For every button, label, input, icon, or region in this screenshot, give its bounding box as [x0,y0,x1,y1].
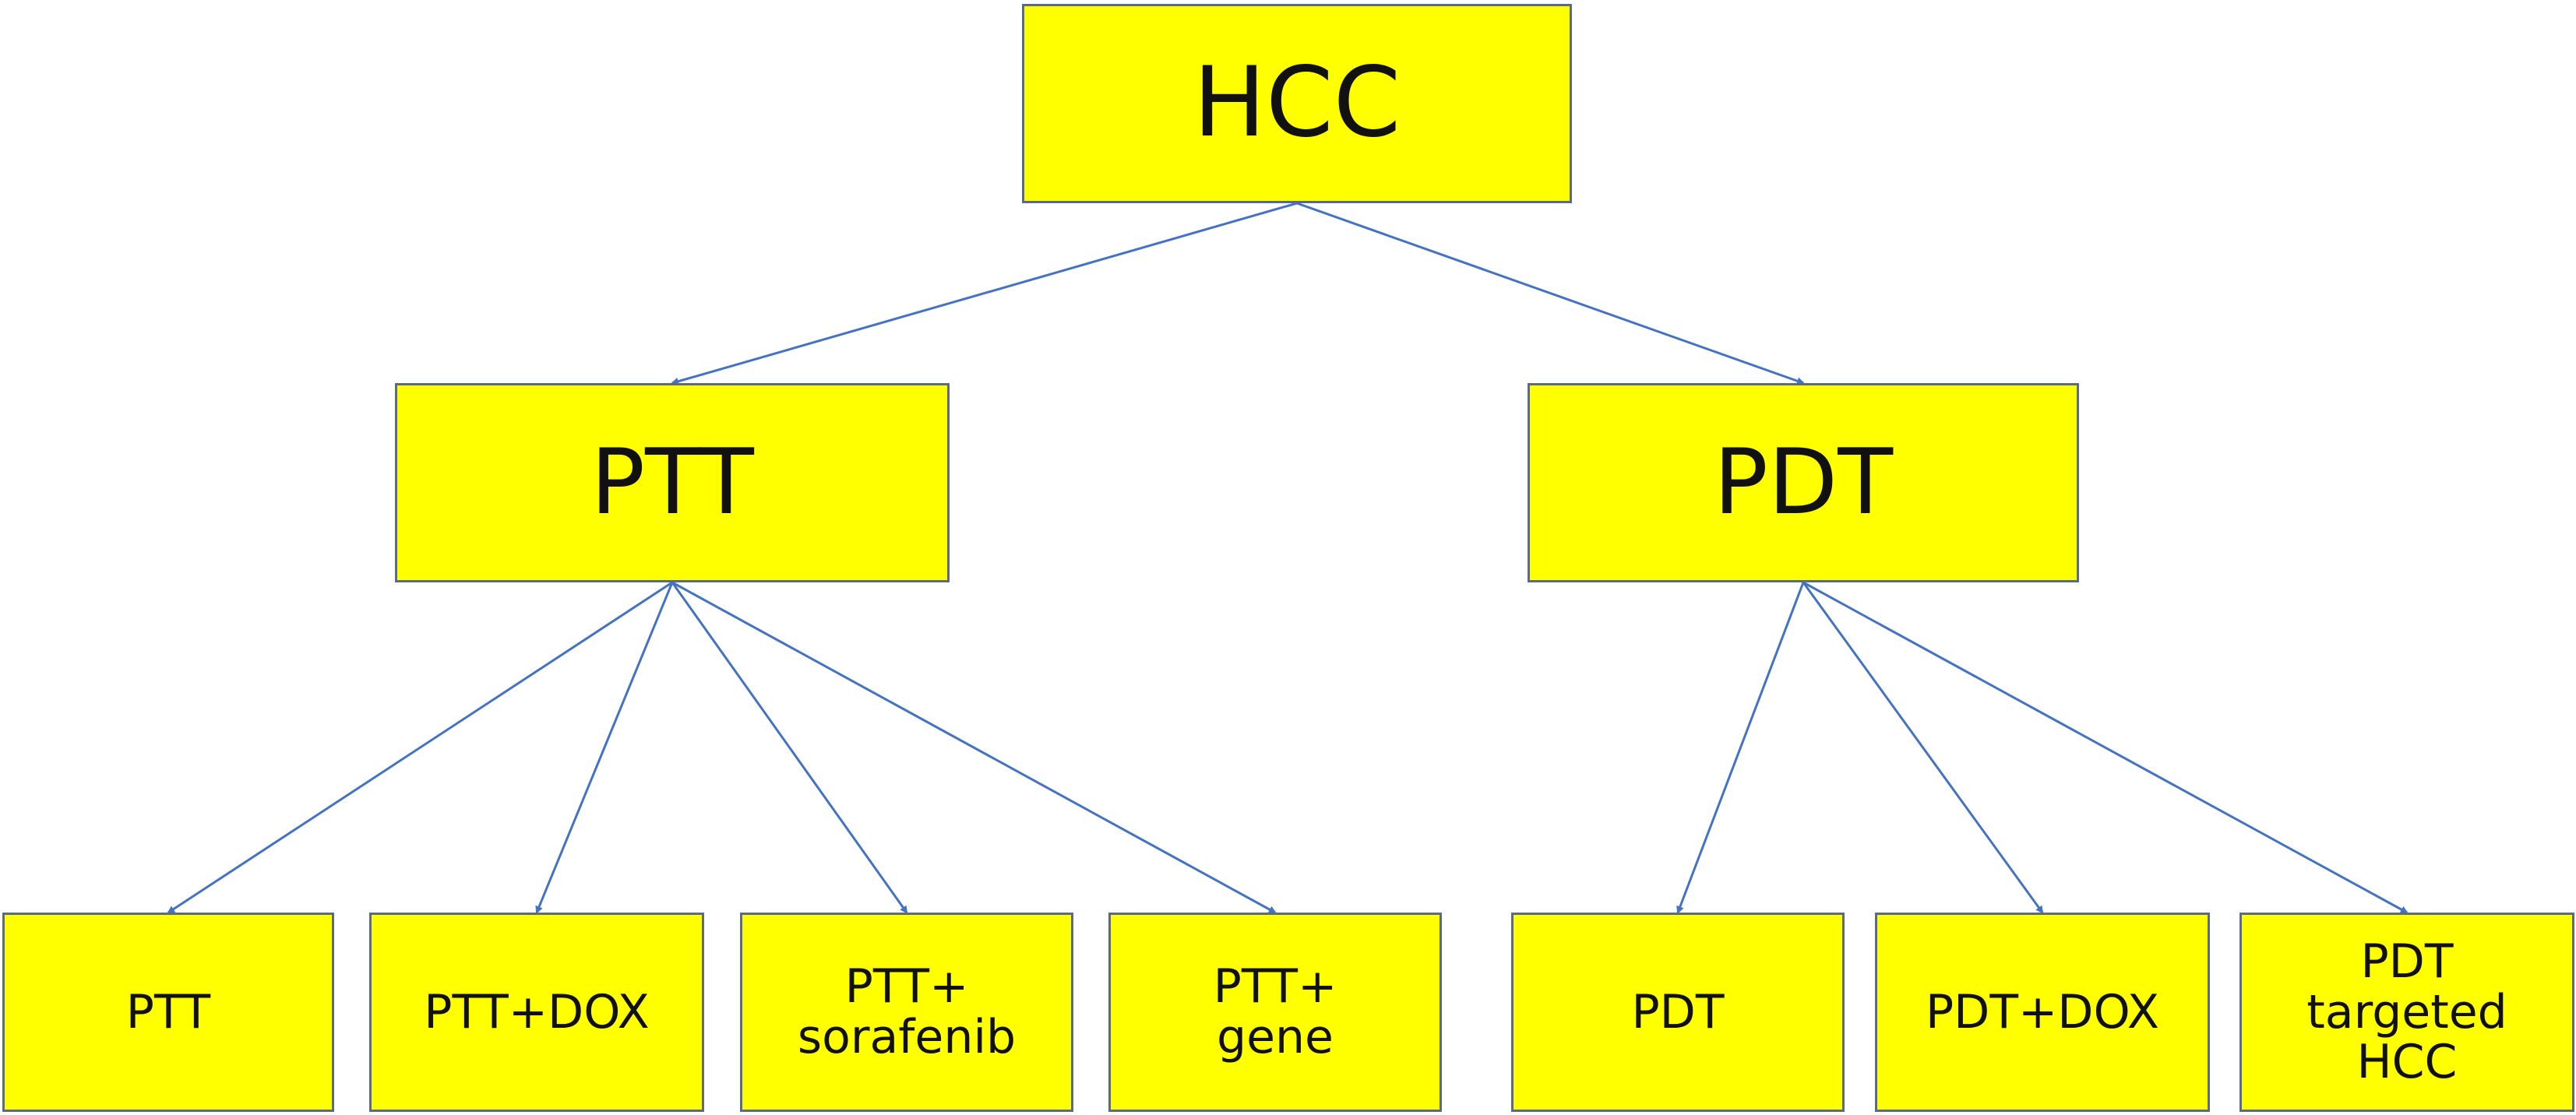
edge-group [167,202,2409,914]
edge-hcc-to-ptt [671,202,1298,385]
node-leaf-ptt-gene-label: PTT+ gene [1213,959,1337,1064]
node-hcc: HCC [1022,4,1572,203]
node-leaf-pdt-targeted-hcc: PDT targeted HCC [2239,913,2574,1112]
edge-hcc-to-pdt [1296,202,1805,385]
node-ptt: PTT [395,383,950,582]
node-leaf-ptt-gene: PTT+ gene [1108,913,1442,1112]
node-leaf-pdt-dox: PDT+DOX [1875,913,2210,1112]
node-leaf-pdt-dox-label: PDT+DOX [1926,984,2159,1039]
node-hcc-label: HCC [1193,47,1401,160]
node-leaf-pdt-targeted-hcc-label: PDT targeted HCC [2306,934,2507,1090]
edge-ptt-to-leaf_ptt_dox [535,582,674,914]
edge-pdt-to-leaf_pdt_dox [1802,582,2044,914]
edge-pdt-to-leaf_pdt [1676,582,1805,914]
node-leaf-pdt: PDT [1511,913,1845,1112]
edge-ptt-to-leaf_ptt_sorafenib [671,582,908,914]
node-leaf-ptt-sorafenib: PTT+ sorafenib [740,913,1073,1112]
node-pdt-label: PDT [1713,430,1894,536]
node-leaf-ptt-label: PTT [125,984,211,1039]
node-ptt-label: PTT [590,430,754,536]
edge-pdt-to-leaf_pdt_targeted [1802,581,2409,914]
node-leaf-ptt-sorafenib-label: PTT+ sorafenib [797,959,1017,1064]
node-leaf-ptt-dox: PTT+DOX [369,913,704,1112]
node-leaf-ptt: PTT [2,913,334,1112]
edge-ptt-to-leaf_ptt_gene [671,581,1277,914]
edge-ptt-to-leaf_ptt [167,581,673,914]
node-pdt: PDT [1528,383,2079,582]
node-leaf-ptt-dox-label: PTT+DOX [424,984,650,1039]
node-leaf-pdt-label: PDT [1631,984,1725,1039]
